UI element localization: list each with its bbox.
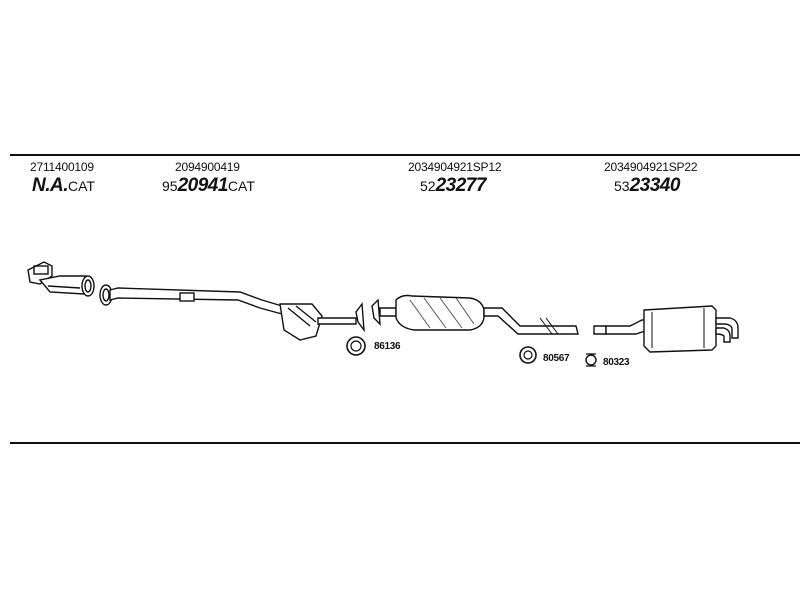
code-catalyst: 9520941CAT — [162, 176, 255, 195]
label-80323: 80323 — [603, 357, 630, 368]
part-number-middle-silencer: 2034904921SP12 — [408, 160, 502, 174]
middle-silencer-part — [371, 294, 579, 335]
code-main: N.A. — [32, 175, 69, 196]
label-86136: 86136 — [374, 341, 401, 352]
code-main: 23340 — [629, 175, 681, 196]
part-number-rear-silencer: 2034904921SP22 — [604, 160, 698, 174]
label-80567: 80567 — [543, 353, 570, 364]
code-main: 23277 — [435, 175, 487, 196]
front-pipe-part — [27, 261, 95, 297]
code-middle-silencer: 5223277 — [420, 176, 486, 195]
catalyst-part — [99, 284, 365, 341]
code-suffix: CAT — [68, 178, 95, 194]
code-prefix: 53 — [614, 178, 630, 194]
code-main: 20941 — [177, 175, 229, 196]
part-number-catalyst: 2094900419 — [175, 160, 240, 174]
ring-clamp-86136 — [346, 336, 366, 356]
code-prefix: 52 — [420, 178, 436, 194]
rear-silencer-part — [593, 305, 739, 353]
code-prefix: 95 — [162, 178, 178, 194]
part-number-front-pipe: 2711400109 — [30, 160, 94, 174]
code-front-pipe: N.A.CAT — [32, 176, 95, 195]
code-suffix: CAT — [227, 178, 255, 194]
rubber-hanger-80323 — [585, 353, 597, 367]
top-divider — [10, 154, 800, 156]
bottom-divider — [10, 442, 800, 444]
rubber-hanger-80567 — [519, 346, 537, 364]
code-rear-silencer: 5323340 — [614, 176, 680, 195]
